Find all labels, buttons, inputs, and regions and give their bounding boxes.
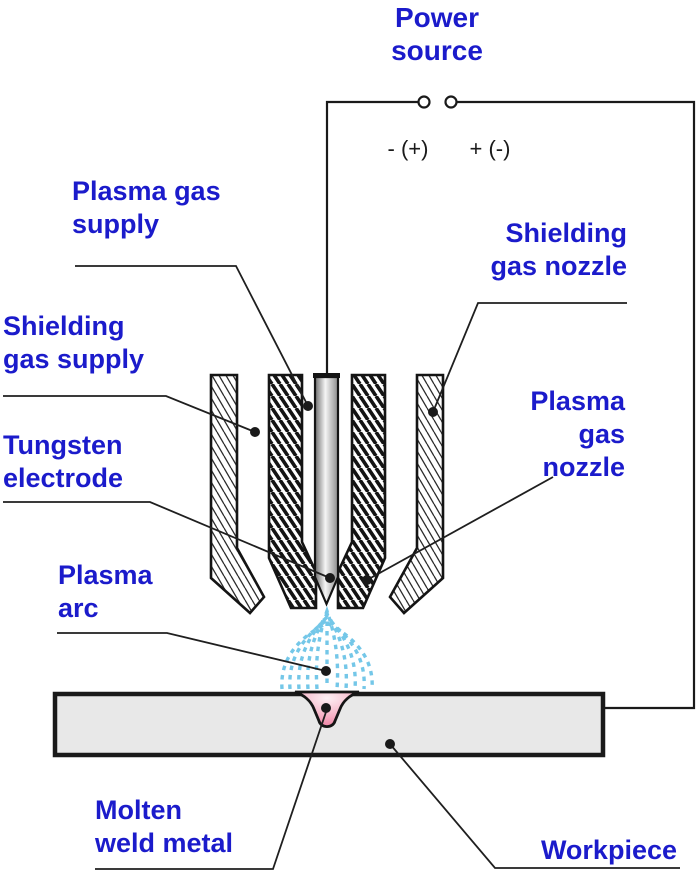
dot-workpiece [385, 739, 395, 749]
leader-workpiece [389, 743, 680, 869]
dot-molten-weld-metal [321, 703, 331, 713]
dot-tungsten-electrode [325, 573, 335, 583]
power-wire-left [325, 100, 418, 376]
terminal-circle-left [417, 95, 431, 109]
leader-dots [250, 401, 438, 749]
dot-plasma-arc [321, 666, 331, 676]
plasma-nozzle-left-shape [267, 373, 318, 610]
power-wire-right [457, 100, 696, 710]
leader-plasma-arc [57, 632, 327, 672]
leader-plasma-gas-nozzle [366, 476, 554, 581]
plasma-arc-shape [280, 605, 374, 690]
label-plasma-gas-nozzle: Plasma gas nozzle [530, 386, 625, 482]
terminal-circle-right [444, 95, 458, 109]
leader-tungsten-electrode [3, 501, 331, 579]
label-polarity-left: - (+) [387, 136, 429, 161]
dot-shielding-gas-supply [250, 427, 260, 437]
label-tungsten-electrode: Tungsten electrode [3, 430, 124, 493]
label-shielding-gas-supply: Shielding gas supply [3, 311, 145, 374]
plasma-nozzle-right-shape [336, 373, 387, 610]
dot-plasma-gas-supply [303, 401, 313, 411]
tungsten-electrode-shape [313, 375, 340, 607]
shielding-nozzle-right-shape [388, 373, 445, 615]
dot-plasma-gas-nozzle [362, 575, 372, 585]
leader-lines [3, 265, 680, 870]
leader-shielding-gas-supply [3, 395, 256, 433]
leader-shielding-gas-nozzle [432, 302, 627, 413]
electrode-top-cap [313, 373, 340, 378]
leader-plasma-gas-supply [75, 265, 309, 407]
label-polarity-right: + (-) [469, 136, 511, 161]
label-shielding-gas-nozzle: Shielding gas nozzle [490, 218, 627, 281]
shielding-nozzle-left-shape [209, 373, 266, 615]
leader-molten-weld-metal [95, 708, 328, 870]
label-plasma-gas-supply: Plasma gas supply [72, 176, 221, 239]
dot-shielding-gas-nozzle [428, 407, 438, 417]
label-plasma-arc: Plasma arc [58, 560, 153, 623]
label-workpiece: Workpiece [540, 835, 677, 865]
label-power-source: Power source [391, 2, 483, 66]
label-molten-weld-metal: Molten weld metal [95, 795, 234, 858]
